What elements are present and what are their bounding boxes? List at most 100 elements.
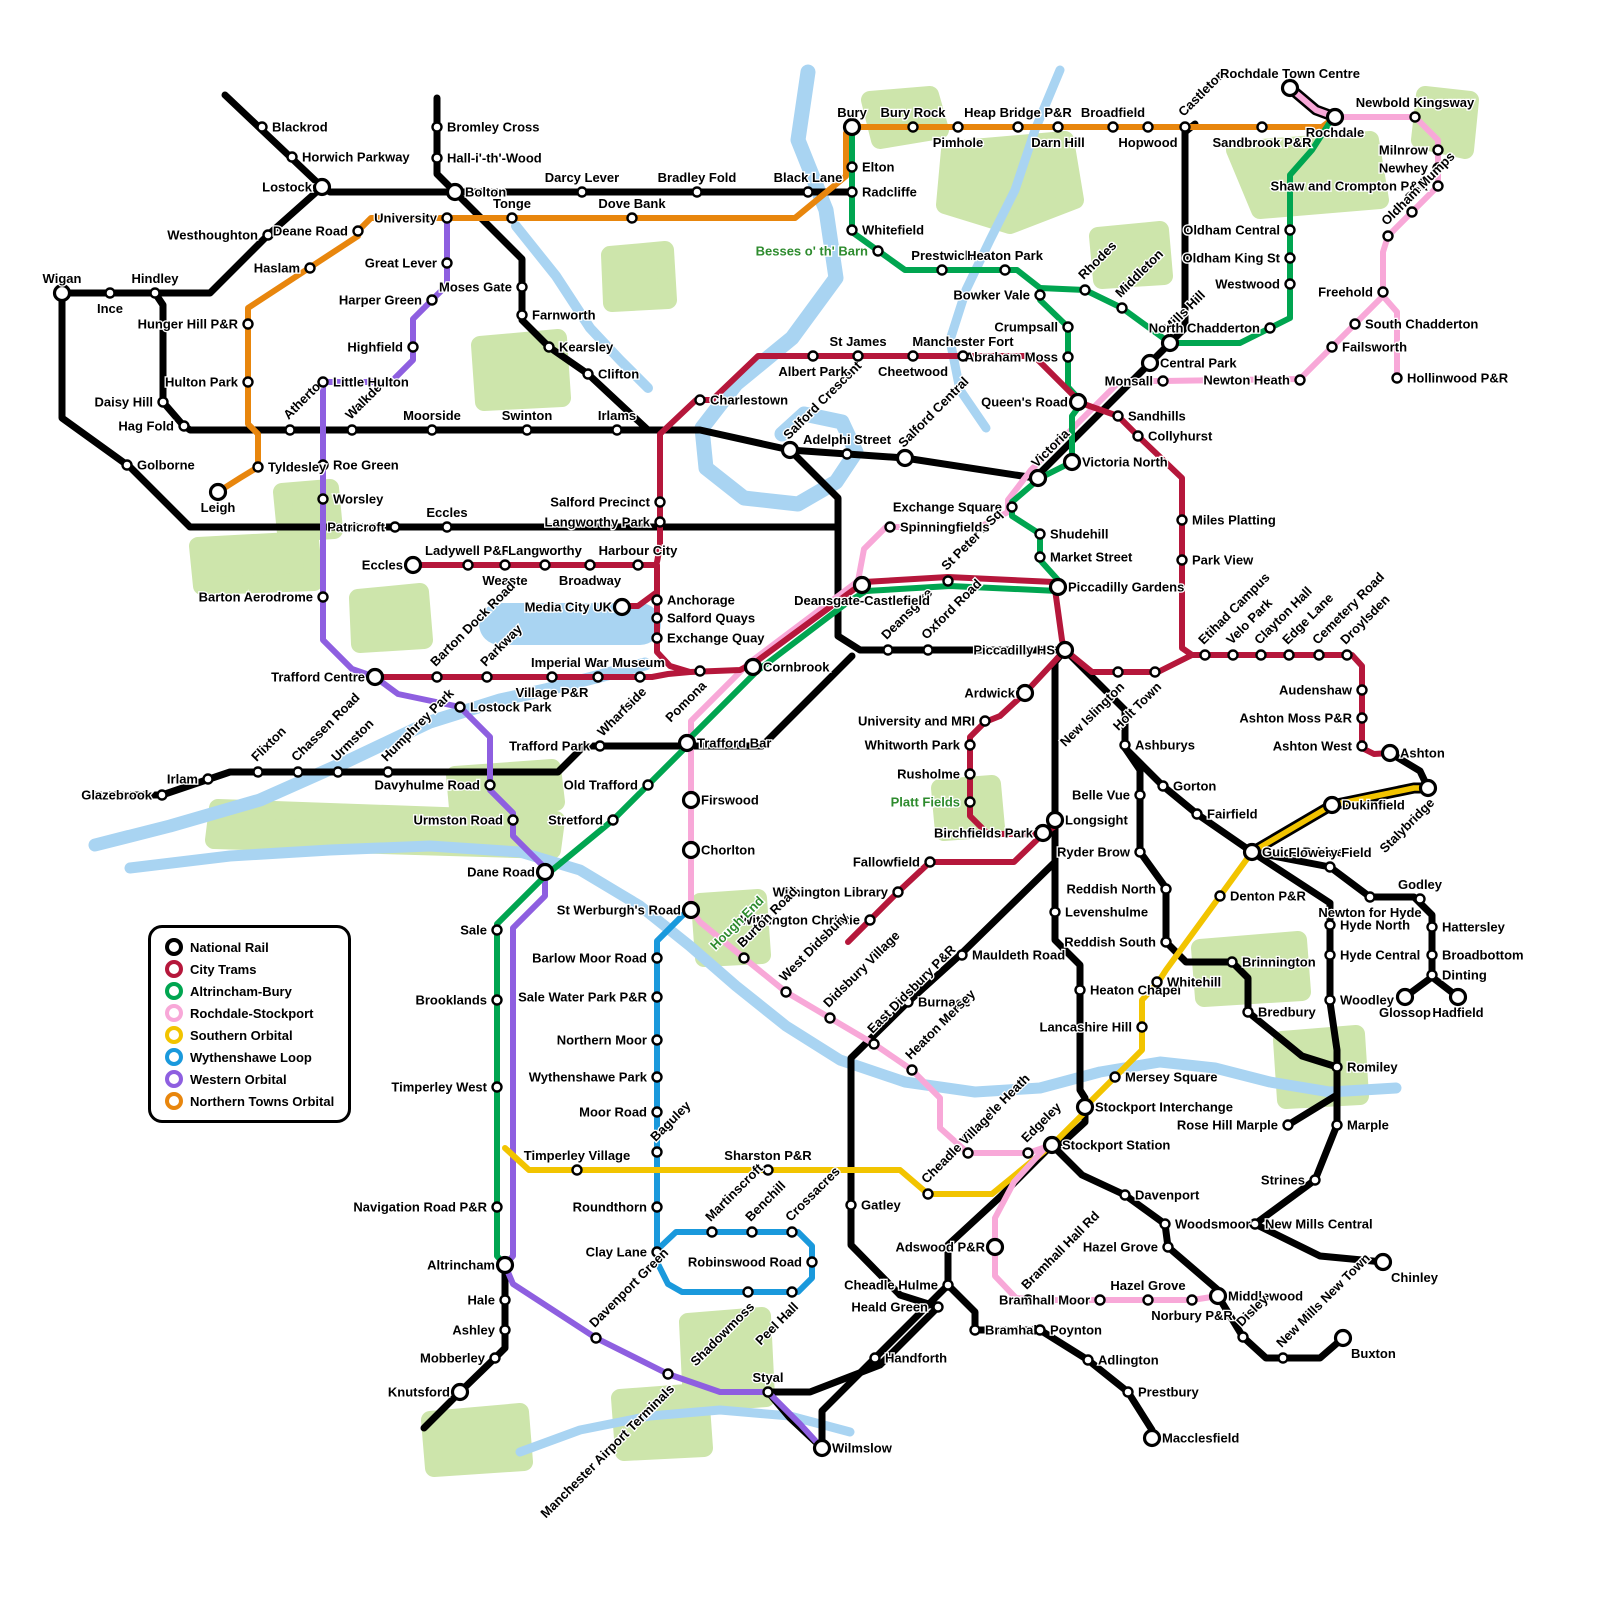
station-marker <box>846 161 858 173</box>
park-area <box>679 1307 775 1413</box>
station-label: Swinton <box>502 408 553 423</box>
line-national-rail <box>451 188 652 434</box>
station-label: Brooklands <box>415 993 487 1008</box>
interchange-station-marker <box>1448 987 1468 1007</box>
station-label: Cornbrook <box>763 660 830 675</box>
waterway <box>124 840 1402 1098</box>
station-marker <box>1022 1294 1034 1306</box>
station-marker <box>1331 1061 1343 1073</box>
station-marker <box>242 318 254 330</box>
station-label: Ince <box>97 301 123 316</box>
station-marker <box>694 394 706 406</box>
station-marker <box>592 671 604 683</box>
station-marker <box>651 991 663 1003</box>
park-area <box>421 1403 533 1477</box>
station-marker <box>1324 994 1336 1006</box>
line-national-rail <box>58 289 1069 654</box>
station-label: Salford Central <box>895 374 972 451</box>
station-label: St Werburgh's Road <box>557 903 681 918</box>
station-marker <box>491 1201 503 1213</box>
station-label: Oldham King St <box>1183 251 1281 266</box>
station-marker <box>202 773 214 785</box>
station-label: Mobberley <box>420 1351 486 1366</box>
station-marker <box>922 1188 934 1200</box>
station-marker <box>149 287 161 299</box>
station-label: Leigh <box>201 500 236 515</box>
station-marker <box>1356 712 1368 724</box>
station-label: Bury Rock <box>880 105 946 120</box>
legend-line-icon <box>165 1070 183 1088</box>
station-marker <box>1277 1352 1289 1364</box>
station-label: Spinningfields <box>900 520 990 535</box>
station-marker <box>1122 1386 1134 1398</box>
station-label: Cheadle Hulme <box>844 1278 938 1293</box>
station-marker <box>491 1081 503 1093</box>
station-label: Pomona <box>662 678 709 725</box>
station-label: Abraham Moss <box>965 350 1058 365</box>
station-marker <box>864 914 876 926</box>
station-marker <box>332 766 344 778</box>
waterway <box>945 65 1065 433</box>
interchange-station-marker <box>812 1438 832 1458</box>
station-label: New Mills Central <box>1265 1217 1373 1232</box>
station-marker <box>906 1064 918 1076</box>
station-marker <box>651 1034 663 1046</box>
station-marker <box>1082 1354 1094 1366</box>
station-label: Navigation Road P&R <box>353 1200 487 1215</box>
station-marker <box>499 1324 511 1336</box>
station-marker <box>441 212 453 224</box>
station-marker <box>651 1071 663 1083</box>
interchange-station-marker <box>365 667 385 687</box>
station-marker <box>1282 1119 1294 1131</box>
station-label: North Chadderton <box>1149 321 1260 336</box>
station-marker <box>846 224 858 236</box>
line-national-rail <box>221 91 856 196</box>
station-label: Dinting <box>1442 968 1487 983</box>
station-marker <box>807 350 819 362</box>
station-label: Bromley Cross <box>447 120 539 135</box>
station-label: Irlams <box>598 408 636 423</box>
station-label: Broadbottom <box>1442 948 1524 963</box>
station-marker <box>1022 1147 1034 1159</box>
station-label: Horwich Parkway <box>302 150 410 165</box>
station-marker <box>389 521 401 533</box>
station-marker <box>317 376 329 388</box>
station-marker <box>892 886 904 898</box>
station-marker <box>1109 1071 1121 1083</box>
interchange-station-marker <box>1042 1135 1062 1155</box>
interchange-station-marker <box>445 182 465 202</box>
station-marker <box>872 245 884 257</box>
station-label: Pimhole <box>933 135 984 150</box>
station-label: South Chadderton <box>1365 317 1478 332</box>
station-marker <box>1012 121 1024 133</box>
line-rochdale-stockport <box>992 1144 1221 1303</box>
station-label: Hag Fold <box>118 419 174 434</box>
station-label: Flowery Field <box>1288 845 1371 860</box>
station-marker <box>454 701 466 713</box>
station-marker <box>907 121 919 133</box>
legend-line-icon <box>165 1048 183 1066</box>
legend-line-label: National Rail <box>190 939 269 955</box>
station-marker <box>1162 1241 1174 1253</box>
station-label: Irlam <box>167 772 198 787</box>
station-label: Fallowfield <box>853 855 920 870</box>
station-label: Burnage <box>918 995 971 1010</box>
station-marker <box>1034 551 1046 563</box>
station-marker <box>1134 846 1146 858</box>
station-label: Guide Bridge <box>1262 845 1344 860</box>
station-label: Piccadilly HS <box>973 643 1055 658</box>
line-national-rail <box>1121 744 1387 1266</box>
station-label: Dukinfield <box>1342 798 1405 813</box>
interchange-station-marker <box>1373 1252 1393 1272</box>
station-marker <box>1186 1294 1198 1306</box>
legend-item: Wythenshawe Loop <box>165 1048 334 1066</box>
station-marker <box>651 594 663 606</box>
interchange-station-marker <box>208 482 228 502</box>
station-marker <box>104 287 116 299</box>
station-label: Dane Road <box>467 865 535 880</box>
station-marker <box>1094 1294 1106 1306</box>
station-marker <box>964 768 976 780</box>
station-label: Newbold Kingsway <box>1356 95 1475 110</box>
station-marker <box>426 294 438 306</box>
station-label: Chinley <box>1391 1270 1439 1285</box>
